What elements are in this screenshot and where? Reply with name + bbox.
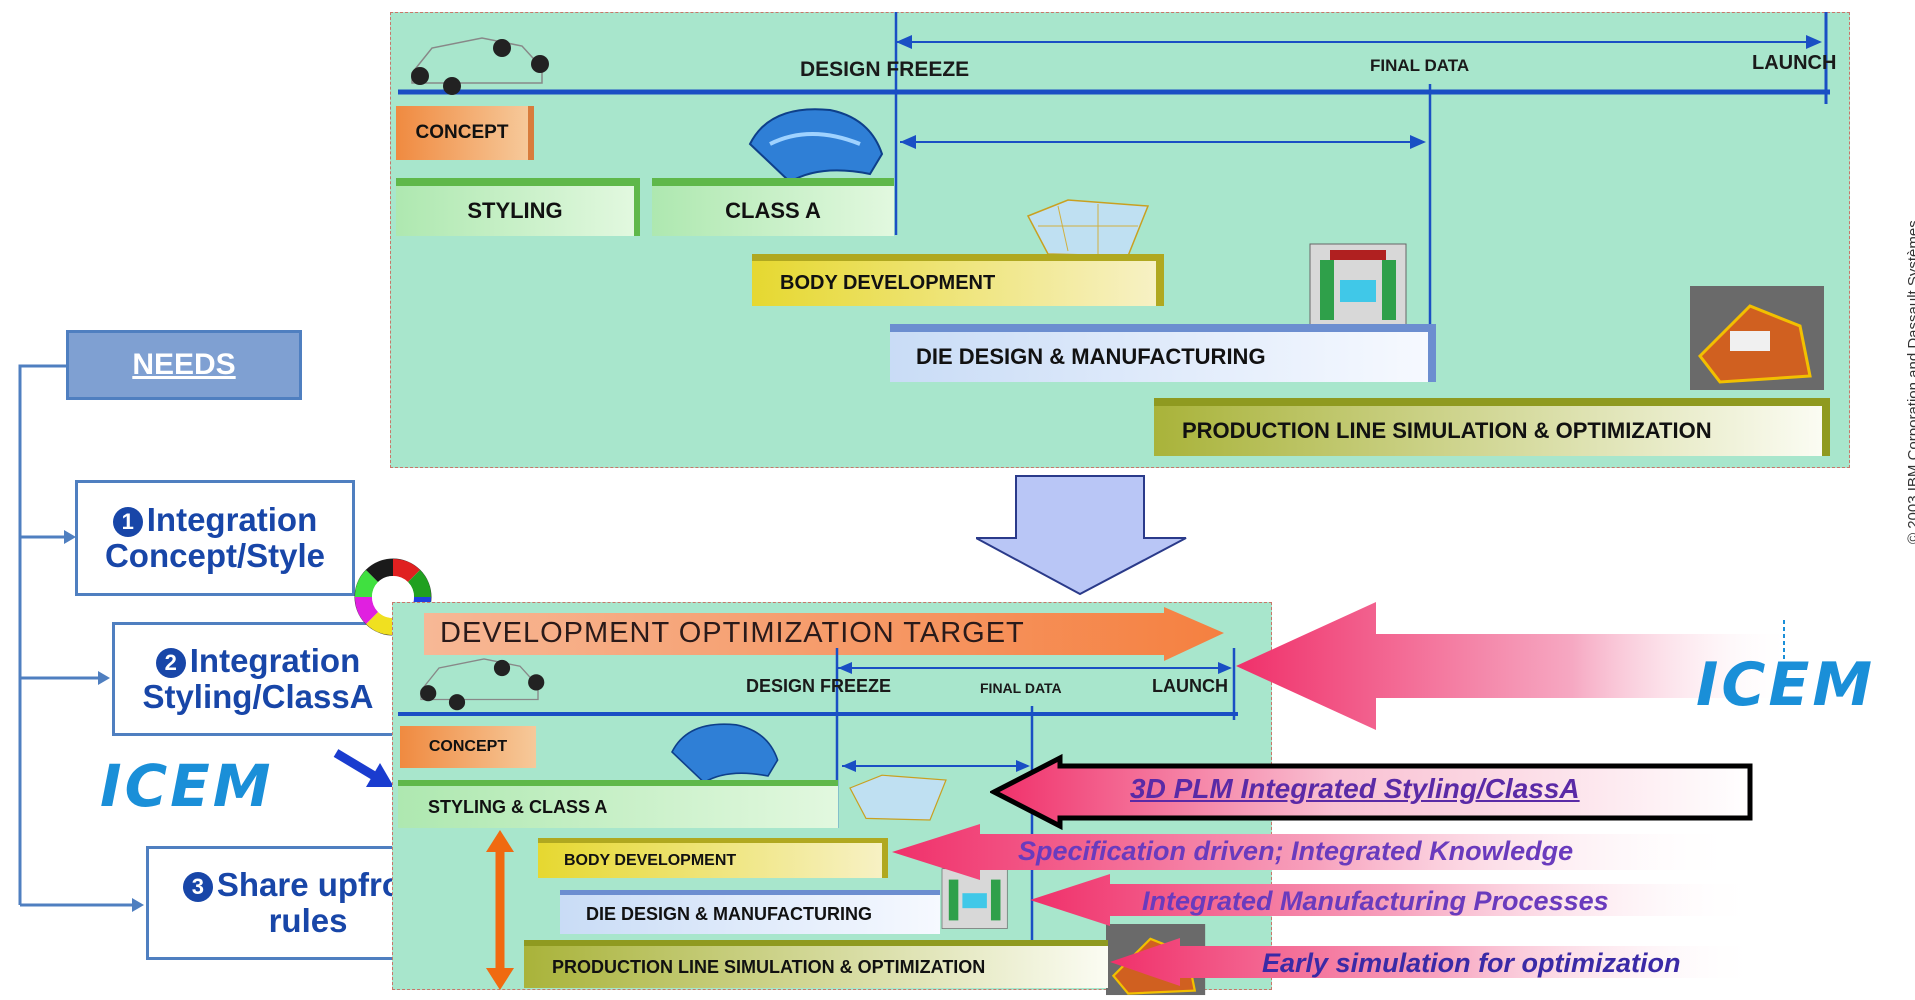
annotation-sim: Early simulation for optimization [1262,948,1681,978]
top-phase-die-label: DIE DESIGN & MANUFACTURING [916,344,1266,369]
need-2-line1: Integration [189,641,361,679]
top-phase-class-a: CLASS A [652,178,894,236]
top-phase-concept-label: CONCEPT [415,122,509,143]
hood-surface-small-icon [671,723,779,784]
bottom-phase-body-development: BODY DEVELOPMENT [538,838,888,878]
annotation-mfg: Integrated Manufacturing Processes [1142,886,1609,916]
hood-surface-icon [748,108,884,184]
target-arrow [424,607,1224,661]
needs-header: NEEDS [66,330,302,400]
robot-cell-icon [1690,286,1824,390]
bottom-timeline [398,648,1238,996]
number-2-badge: 2 [155,647,186,678]
down-arrow [976,475,1187,596]
bottom-phase-die-design: DIE DESIGN & MANUFACTURING [560,890,940,934]
copyright-text: © 2003 IBM Corporation and Dassault Syst… [1905,220,1915,544]
icem-divider [1783,620,1785,690]
bottom-milestone-final-data: FINAL DATA [980,680,1062,696]
development-target-label: DEVELOPMENT OPTIMIZATION TARGET [440,617,1025,649]
top-phase-body-development: BODY DEVELOPMENT [752,254,1164,306]
top-phase-production-label: PRODUCTION LINE SIMULATION & OPTIMIZATIO… [1182,418,1712,443]
bottom-milestone-launch: LAUNCH [1152,676,1228,696]
need-2-line2: Styling/ClassA [142,678,374,715]
pink-big-arrow [1236,602,1796,730]
need-3-line2: rules [268,902,348,939]
icem-logo-left: ICEM [100,752,273,820]
needs-title: NEEDS [132,348,236,381]
bottom-phase-styling-class-a: STYLING & CLASS A [398,780,838,828]
body-wireframe-small-icon [849,774,947,821]
need-1-line2: Concept/Style [104,537,326,574]
die-machine-icon [1309,243,1407,333]
top-phase-production: PRODUCTION LINE SIMULATION & OPTIMIZATIO… [1154,398,1830,456]
plm-arrow [990,753,1753,831]
top-milestone-launch: LAUNCH [1752,52,1837,74]
bottom-milestone-design-freeze: DESIGN FREEZE [746,676,892,696]
body-wireframe-icon [1026,199,1150,257]
bottom-phase-body-label: BODY DEVELOPMENT [564,851,737,869]
top-milestone-final-data: FINAL DATA [1370,56,1470,75]
car-sketch-small-icon [420,658,545,711]
number-3-badge: 3 [182,871,213,902]
top-milestone-design-freeze: DESIGN FREEZE [800,58,970,81]
top-phase-styling: STYLING [396,178,640,236]
annotation-spec: Specification driven; Integrated Knowled… [1018,836,1574,866]
annotation-plm: 3D PLM Integrated Styling/ClassA [1130,773,1580,804]
copyright-label: © 2003 IBM Corporation and Dassault Syst… [1905,220,1915,544]
car-sketch-icon [411,37,549,95]
annotation-arrows [892,824,1760,986]
top-timeline [398,12,1830,390]
top-phase-class-a-label: CLASS A [725,198,821,223]
icem-logo-left-text: ICEM [100,752,274,820]
bottom-phase-styling-label: STYLING & CLASS A [428,796,608,817]
bottom-phase-concept-label: CONCEPT [428,738,508,755]
top-phase-styling-label: STYLING [467,198,563,223]
bottom-phase-die-label: DIE DESIGN & MANUFACTURING [586,904,873,924]
top-phase-body-label: BODY DEVELOPMENT [780,272,996,294]
need-1-line1: Integration [146,500,318,538]
bottom-phase-production-label: PRODUCTION LINE SIMULATION & OPTIMIZATIO… [552,956,986,977]
top-phase-die-design: DIE DESIGN & MANUFACTURING [890,324,1436,382]
needs-connector-lines [18,364,144,912]
pointer-arrow [333,749,394,787]
top-phase-concept: CONCEPT [396,106,534,160]
die-machine-small-icon [941,868,1008,929]
number-1-badge: 1 [112,506,143,537]
bottom-phase-production: PRODUCTION LINE SIMULATION & OPTIMIZATIO… [524,940,1108,988]
bottom-phase-concept: CONCEPT [400,726,536,768]
